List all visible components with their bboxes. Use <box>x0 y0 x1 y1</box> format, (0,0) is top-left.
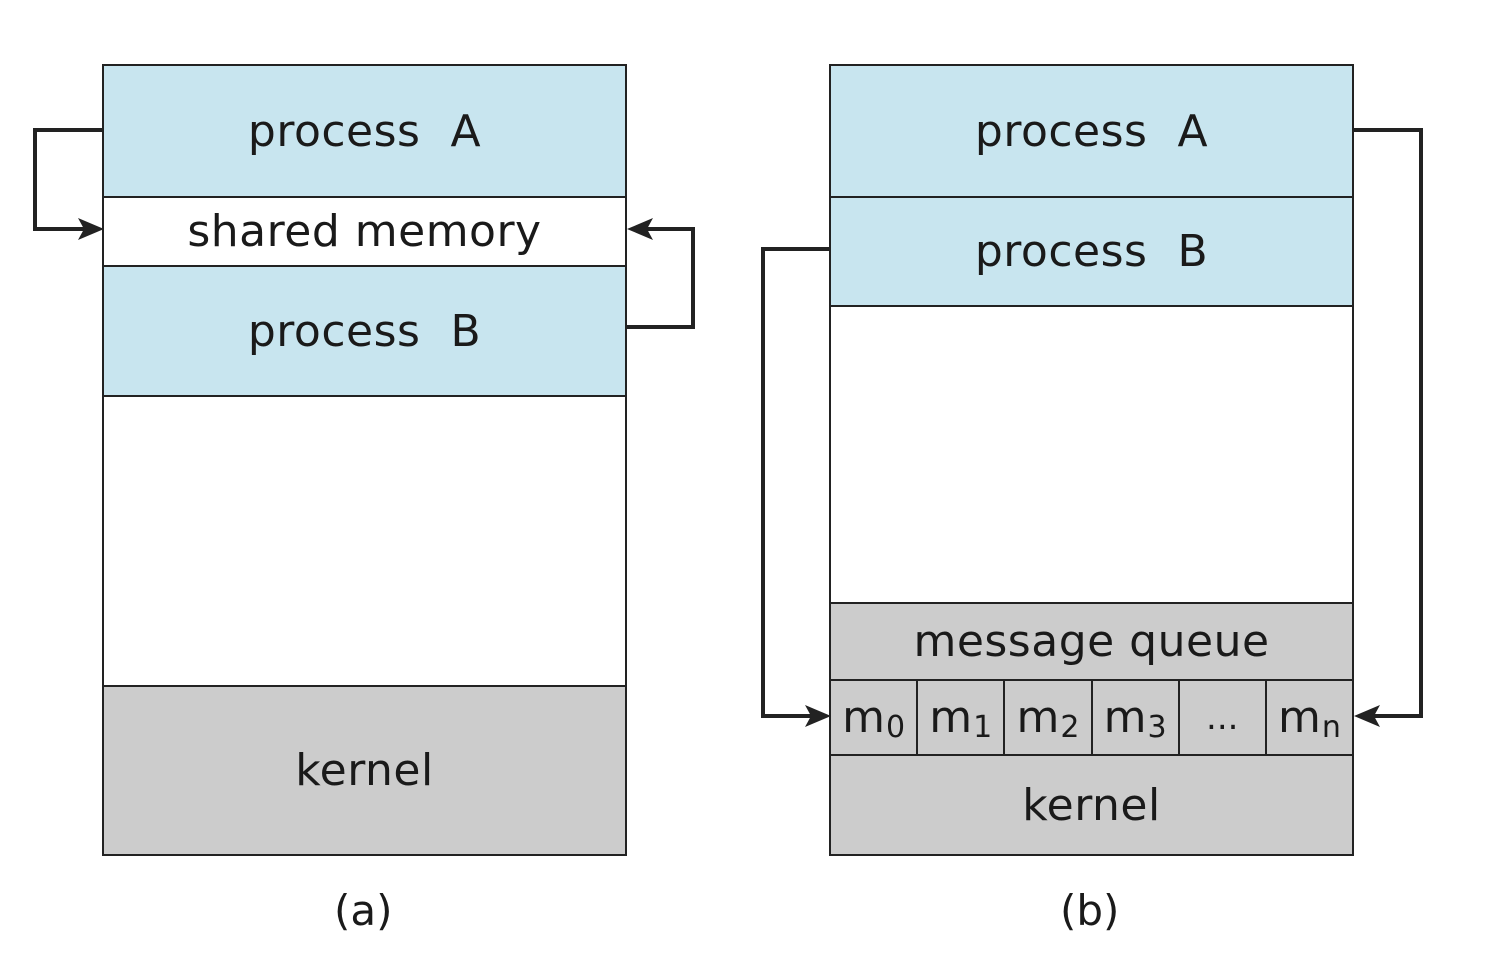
arrowhead-icon <box>805 705 831 727</box>
process-a-letter-b: A <box>1177 105 1209 157</box>
process-a-letter: A <box>450 105 482 157</box>
kernel-label-a: kernel <box>295 745 434 796</box>
free-space-a <box>104 395 625 685</box>
kernel-block-b: kernel <box>831 754 1352 854</box>
kernel-block-a: kernel <box>104 685 625 854</box>
arrow-a-process-a-to-shared <box>33 128 102 231</box>
message-queue-header: message queue <box>831 602 1352 679</box>
arrow-b-process-b-to-queue <box>761 247 829 718</box>
process-a-label-b: process <box>974 105 1148 157</box>
message-cell-ellipsis: ... <box>1177 681 1265 754</box>
process-b-label: process <box>247 305 421 357</box>
caption-a: (a) <box>334 886 393 935</box>
caption-b: (b) <box>1060 886 1120 935</box>
process-b-letter: B <box>450 305 482 357</box>
process-b-block: process B <box>104 265 625 395</box>
process-a-label: process <box>247 105 421 157</box>
message-queue-label: message queue <box>913 616 1270 667</box>
shared-memory-block: shared memory <box>104 196 625 265</box>
process-b-block-b: process B <box>831 196 1352 305</box>
arrowhead-icon <box>627 218 653 240</box>
process-a-block-b: process A <box>831 66 1352 196</box>
arrow-b-process-a-to-queue <box>1354 128 1423 718</box>
free-space-b <box>831 305 1352 602</box>
process-b-label-b: process <box>974 226 1148 277</box>
arrowhead-icon <box>78 218 104 240</box>
arrowhead-icon <box>1354 705 1380 727</box>
process-b-letter-b: B <box>1177 226 1209 277</box>
process-a-block: process A <box>104 66 625 196</box>
kernel-label-b: kernel <box>1022 779 1161 831</box>
shared-memory-label: shared memory <box>187 206 542 257</box>
arrow-a-process-b-to-shared <box>627 227 695 329</box>
